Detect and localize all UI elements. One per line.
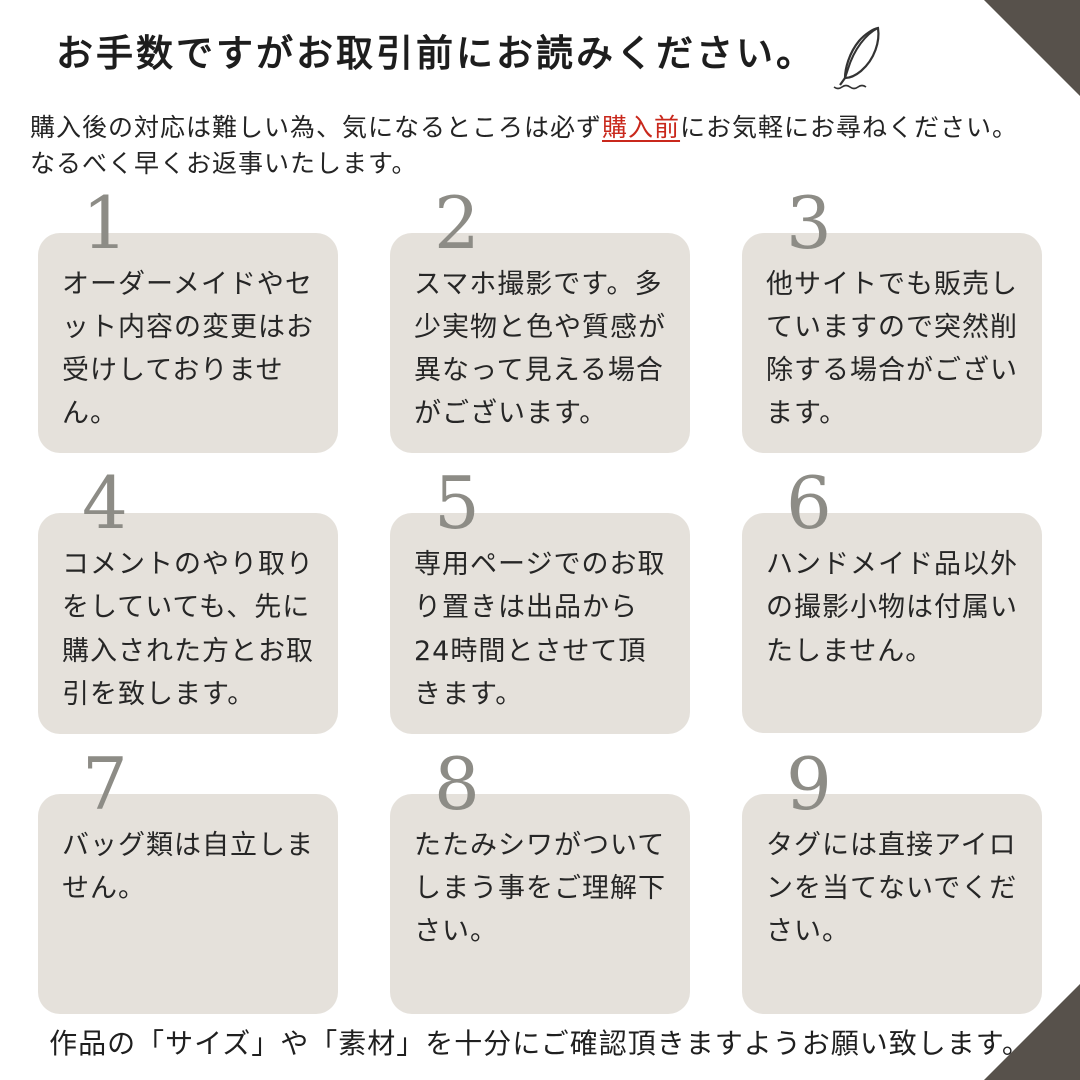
notice-cell-7: 7 バッグ類は自立しません。 [38,748,338,1014]
intro-text: 購入後の対応は難しい為、気になるところは必ず購入前にお気軽にお尋ねください。なる… [30,110,1040,183]
notice-card: オーダーメイドやセット内容の変更はお受けしておりません。 [38,232,338,454]
intro-part1: 購入後の対応は難しい為、気になるところは必ず [30,113,603,142]
notice-card: バッグ類は自立しません。 [38,794,338,1014]
notice-cell-8: 8 たたみシワがついてしまう事をご理解下さい。 [390,748,690,1014]
notice-cell-6: 6 ハンドメイド品以外の撮影小物は付属いたしません。 [742,467,1042,734]
card-text: タグには直接アイロンを当てないでください。 [766,830,1018,948]
card-text: 他サイトでも販売していますので突然削除する場合がございます。 [766,268,1018,430]
card-text: スマホ撮影です。多少実物と色や質感が異なって見える場合がございます。 [414,268,666,430]
notice-card: スマホ撮影です。多少実物と色や質感が異なって見える場合がございます。 [390,232,690,454]
notice-card: コメントのやり取りをしていても、先に購入された方とお取引を致します。 [38,513,338,734]
notice-card: 専用ページでのお取り置きは出品から24時間とさせて頂きます。 [390,513,690,734]
card-number: 3 [786,180,832,265]
notice-grid: 1 オーダーメイドやセット内容の変更はお受けしておりません。 2 スマホ撮影です… [0,187,1080,1014]
card-number: 4 [82,461,128,546]
notice-card: ハンドメイド品以外の撮影小物は付属いたしません。 [742,513,1042,734]
intro-part2: にお気軽にお尋ねください。なるべく早くお返事いたします。 [30,113,1019,179]
card-number: 8 [434,742,480,826]
card-number: 5 [434,461,480,546]
notice-card: たたみシワがついてしまう事をご理解下さい。 [390,794,690,1014]
notice-cell-5: 5 専用ページでのお取り置きは出品から24時間とさせて頂きます。 [390,467,690,734]
card-text: たたみシワがついてしまう事をご理解下さい。 [414,830,666,948]
card-text: オーダーメイドやセット内容の変更はお受けしておりません。 [62,268,314,430]
card-text: ハンドメイド品以外の撮影小物は付属いたしません。 [766,549,1018,667]
card-text: 専用ページでのお取り置きは出品から24時間とさせて頂きます。 [414,549,666,710]
card-text: バッグ類は自立しません。 [62,830,314,905]
card-number: 1 [82,180,128,265]
notice-cell-4: 4 コメントのやり取りをしていても、先に購入された方とお取引を致します。 [38,467,338,734]
card-text: コメントのやり取りをしていても、先に購入された方とお取引を致します。 [62,549,314,710]
notice-card: 他サイトでも販売していますので突然削除する場合がございます。 [742,232,1042,454]
notice-cell-2: 2 スマホ撮影です。多少実物と色や質感が異なって見える場合がございます。 [390,187,690,454]
notice-cell-1: 1 オーダーメイドやセット内容の変更はお受けしておりません。 [38,187,338,454]
notice-cell-9: 9 タグには直接アイロンを当てないでください。 [742,748,1042,1014]
card-number: 9 [786,742,832,826]
notice-card: タグには直接アイロンを当てないでください。 [742,794,1042,1014]
card-number: 6 [786,461,832,546]
footer-note: 作品の「サイズ」や「素材」を十分にご確認頂きますようお願い致します。 [49,1027,1031,1060]
card-number: 2 [434,180,480,265]
page-title: お手数ですがお取引前にお読みください。 [56,32,816,75]
header: お手数ですがお取引前にお読みください。 [0,0,1080,96]
card-number: 7 [82,742,128,826]
quill-pen-icon [830,24,888,94]
intro-highlight-purchase-before: 購入前 [602,113,681,142]
notice-cell-3: 3 他サイトでも販売していますので突然削除する場合がございます。 [742,187,1042,454]
